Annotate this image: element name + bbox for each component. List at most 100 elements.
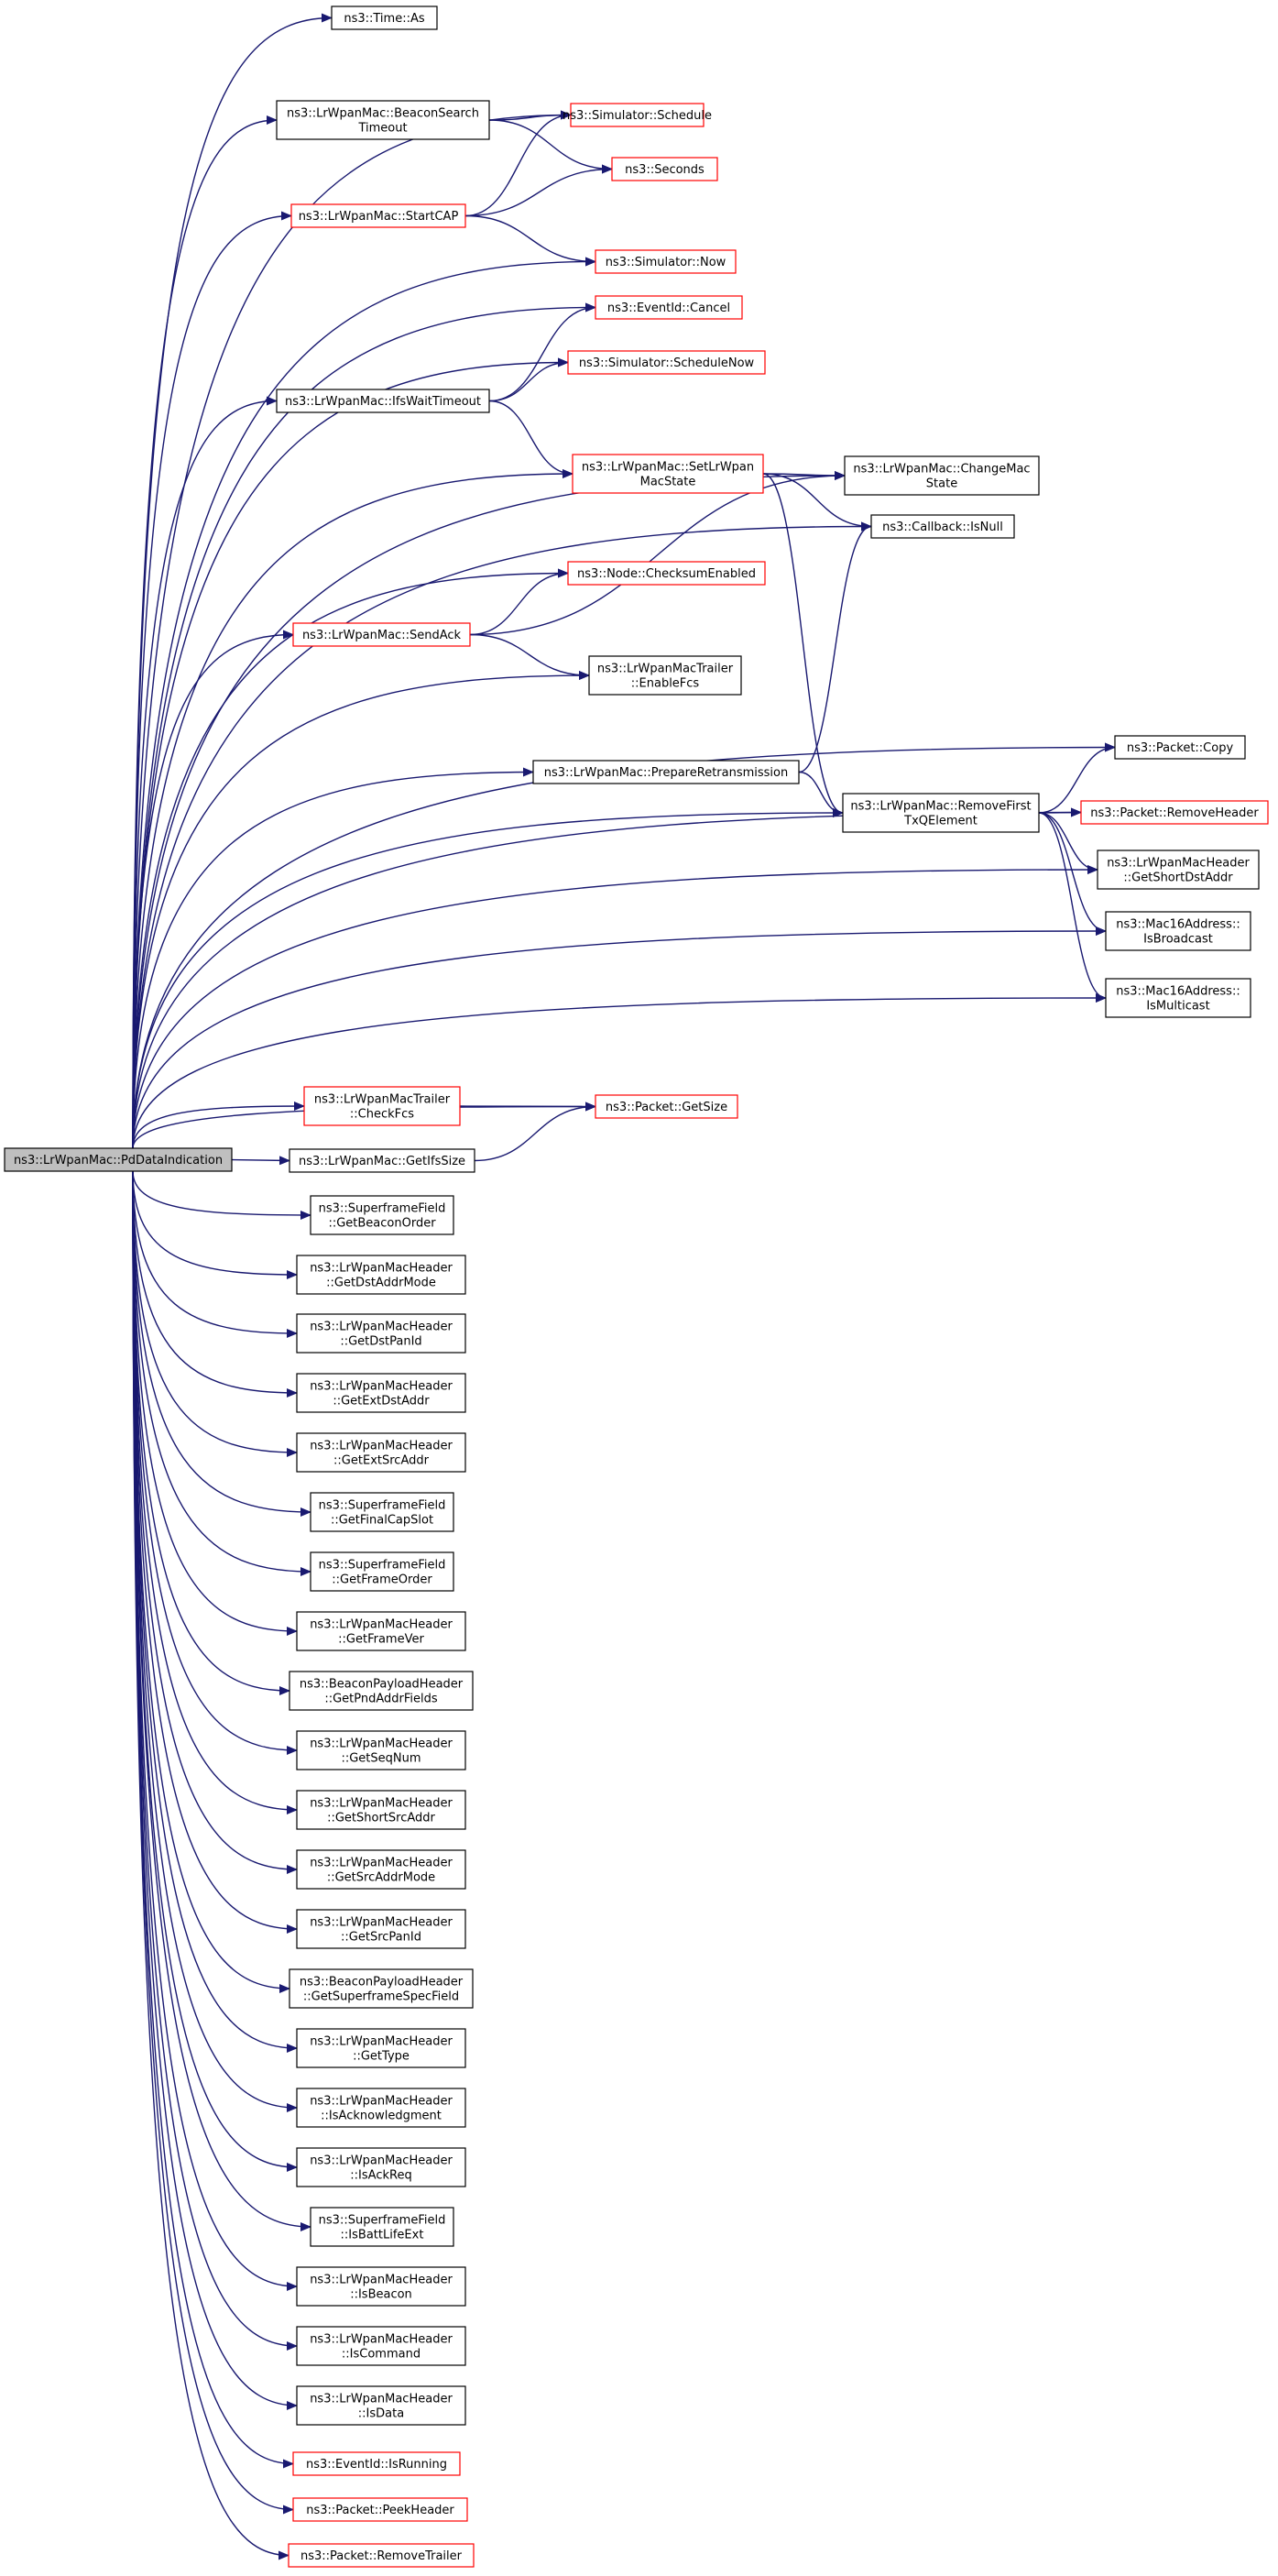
edge-root-to-prep-retx bbox=[132, 767, 534, 1149]
node-box bbox=[595, 295, 743, 320]
node-sim-now[interactable]: ns3::Simulator::Now bbox=[595, 249, 737, 274]
node-get-ifs[interactable]: ns3::LrWpanMac::GetIfsSize bbox=[289, 1148, 475, 1173]
node-pnd-addr[interactable]: ns3::BeaconPayloadHeader::GetPndAddrFiel… bbox=[289, 1671, 474, 1711]
node-is-ack-req[interactable]: ns3::LrWpanMacHeader::IsAckReq bbox=[296, 2147, 466, 2187]
node-beacon-order[interactable]: ns3::SuperframeField::GetBeaconOrder bbox=[310, 1195, 454, 1235]
node-is-data[interactable]: ns3::LrWpanMacHeader::IsData bbox=[296, 2385, 466, 2426]
node-box bbox=[276, 100, 490, 140]
node-short-dst[interactable]: ns3::LrWpanMacHeader::GetShortDstAddr bbox=[1097, 850, 1260, 890]
edge-root-to-ext-src bbox=[132, 1170, 298, 1457]
node-pkt-copy[interactable]: ns3::Packet::Copy bbox=[1114, 735, 1246, 760]
node-dst-pan[interactable]: ns3::LrWpanMacHeader::GetDstPanId bbox=[296, 1313, 466, 1354]
edge-start-cap-to-sim-now bbox=[464, 214, 596, 267]
node-sim-schedule-now[interactable]: ns3::Simulator::ScheduleNow bbox=[567, 350, 766, 375]
edge-send-ack-to-change-state bbox=[469, 471, 846, 636]
node-dst-addr-mode[interactable]: ns3::LrWpanMacHeader::GetDstAddrMode bbox=[296, 1255, 466, 1295]
node-label: ::GetShortSrcAddr bbox=[327, 1812, 435, 1825]
node-peek-header[interactable]: ns3::Packet::PeekHeader bbox=[292, 2497, 468, 2522]
node-pkt-remove-header[interactable]: ns3::Packet::RemoveHeader bbox=[1080, 800, 1269, 825]
node-ifs-wait[interactable]: ns3::LrWpanMac::IfsWaitTimeout bbox=[276, 389, 490, 413]
edge-root-to-beacon-search bbox=[132, 115, 278, 1149]
node-superframe-spec[interactable]: ns3::BeaconPayloadHeader::GetSuperframeS… bbox=[289, 1968, 474, 2009]
node-box bbox=[303, 1086, 461, 1126]
node-frame-ver[interactable]: ns3::LrWpanMacHeader::GetFrameVer bbox=[296, 1611, 466, 1651]
node-label: ns3::Packet::Copy bbox=[1127, 741, 1234, 755]
node-get-type[interactable]: ns3::LrWpanMacHeader::GetType bbox=[296, 2028, 466, 2068]
node-label: ::IsAckReq bbox=[350, 2169, 411, 2183]
node-batt-life[interactable]: ns3::SuperframeField::IsBattLifeExt bbox=[310, 2207, 454, 2247]
edge-root-to-final-cap bbox=[132, 1170, 311, 1517]
node-label: ns3::Mac16Address:: bbox=[1116, 985, 1240, 999]
node-label: ::GetFrameVer bbox=[338, 1633, 424, 1647]
node-sim-schedule[interactable]: ns3::Simulator::Schedule bbox=[563, 103, 712, 127]
node-label: ::GetBeaconOrder bbox=[328, 1217, 436, 1231]
node-send-ack[interactable]: ns3::LrWpanMac::SendAck bbox=[292, 622, 471, 647]
node-is-broadcast[interactable]: ns3::Mac16Address::IsBroadcast bbox=[1105, 911, 1251, 951]
node-seq-num[interactable]: ns3::LrWpanMacHeader::GetSeqNum bbox=[296, 1730, 466, 1770]
node-label: ::GetSrcPanId bbox=[341, 1931, 421, 1945]
node-box bbox=[296, 1313, 466, 1354]
node-frame-order[interactable]: ns3::SuperframeField::GetFrameOrder bbox=[310, 1551, 454, 1592]
node-box bbox=[296, 1432, 466, 1473]
edge-root-to-check-fcs bbox=[132, 1102, 305, 1149]
node-box bbox=[310, 1195, 454, 1235]
node-label: ns3::BeaconPayloadHeader bbox=[300, 1678, 464, 1692]
edge-root-to-is-command bbox=[132, 1170, 298, 2351]
node-event-cancel[interactable]: ns3::EventId::Cancel bbox=[595, 295, 743, 320]
node-cb-isnull[interactable]: ns3::Callback::IsNull bbox=[870, 514, 1015, 539]
node-label: ns3::Time::As bbox=[344, 12, 425, 26]
node-src-addr-mode[interactable]: ns3::LrWpanMacHeader::GetSrcAddrMode bbox=[296, 1849, 466, 1890]
node-label: ns3::EventId::IsRunning bbox=[306, 2458, 447, 2472]
node-is-running[interactable]: ns3::EventId::IsRunning bbox=[292, 2451, 461, 2476]
node-label: MacState bbox=[640, 476, 696, 489]
node-box bbox=[296, 2147, 466, 2187]
node-is-beacon[interactable]: ns3::LrWpanMacHeader::IsBeacon bbox=[296, 2266, 466, 2307]
node-time-as[interactable]: ns3::Time::As bbox=[331, 5, 438, 30]
node-box bbox=[567, 350, 766, 375]
node-is-multicast[interactable]: ns3::Mac16Address::IsMulticast bbox=[1105, 978, 1251, 1018]
node-ext-dst[interactable]: ns3::LrWpanMacHeader::GetExtDstAddr bbox=[296, 1373, 466, 1413]
node-short-src[interactable]: ns3::LrWpanMacHeader::GetShortSrcAddr bbox=[296, 1790, 466, 1830]
node-box bbox=[331, 5, 438, 30]
node-label: ::IsBeacon bbox=[350, 2288, 412, 2302]
node-label: ::GetFrameOrder bbox=[332, 1573, 432, 1587]
node-box bbox=[296, 2266, 466, 2307]
node-enable-fcs[interactable]: ns3::LrWpanMacTrailer::EnableFcs bbox=[588, 655, 742, 696]
edge-check-fcs-to-pkt-getsize bbox=[459, 1102, 596, 1112]
node-is-command[interactable]: ns3::LrWpanMacHeader::IsCommand bbox=[296, 2326, 466, 2366]
node-box bbox=[4, 1147, 233, 1172]
node-label: ns3::BeaconPayloadHeader bbox=[300, 1976, 464, 1990]
node-final-cap[interactable]: ns3::SuperframeField::GetFinalCapSlot bbox=[310, 1492, 454, 1532]
node-box bbox=[296, 2385, 466, 2426]
node-label: ns3::LrWpanMacHeader bbox=[310, 2035, 453, 2049]
node-prep-retx[interactable]: ns3::LrWpanMac::PrepareRetransmission bbox=[532, 760, 800, 784]
node-label: ns3::LrWpanMac::StartCAP bbox=[299, 210, 459, 224]
node-label: ns3::LrWpanMacHeader bbox=[310, 1857, 453, 1870]
node-checksum[interactable]: ns3::Node::ChecksumEnabled bbox=[567, 561, 766, 586]
node-ext-src[interactable]: ns3::LrWpanMacHeader::GetExtSrcAddr bbox=[296, 1432, 466, 1473]
node-label: ns3::Packet::GetSize bbox=[606, 1101, 727, 1114]
node-label: ns3::LrWpanMacHeader bbox=[310, 2095, 453, 2109]
edge-root-to-frame-ver bbox=[132, 1170, 298, 1636]
node-is-ack[interactable]: ns3::LrWpanMacHeader::IsAcknowledgment bbox=[296, 2088, 466, 2128]
node-box bbox=[567, 561, 766, 586]
node-start-cap[interactable]: ns3::LrWpanMac::StartCAP bbox=[290, 203, 466, 228]
node-check-fcs[interactable]: ns3::LrWpanMacTrailer::CheckFcs bbox=[303, 1086, 461, 1126]
node-seconds[interactable]: ns3::Seconds bbox=[611, 157, 718, 181]
node-src-pan[interactable]: ns3::LrWpanMacHeader::GetSrcPanId bbox=[296, 1909, 466, 1949]
node-pkt-getsize[interactable]: ns3::Packet::GetSize bbox=[595, 1094, 738, 1119]
edge-remove-first-to-is-multicast bbox=[1038, 812, 1107, 1003]
node-root[interactable]: ns3::LrWpanMac::PdDataIndication bbox=[4, 1147, 233, 1172]
edge-prep-retx-to-cb-isnull bbox=[798, 521, 872, 773]
node-remove-trailer[interactable]: ns3::Packet::RemoveTrailer bbox=[288, 2543, 475, 2568]
node-label: IsMulticast bbox=[1146, 1000, 1209, 1014]
node-box bbox=[296, 2326, 466, 2366]
edge-send-ack-to-checksum bbox=[469, 568, 569, 636]
edge-remove-first-to-pkt-remove-header bbox=[1038, 807, 1082, 817]
node-box bbox=[1105, 911, 1251, 951]
